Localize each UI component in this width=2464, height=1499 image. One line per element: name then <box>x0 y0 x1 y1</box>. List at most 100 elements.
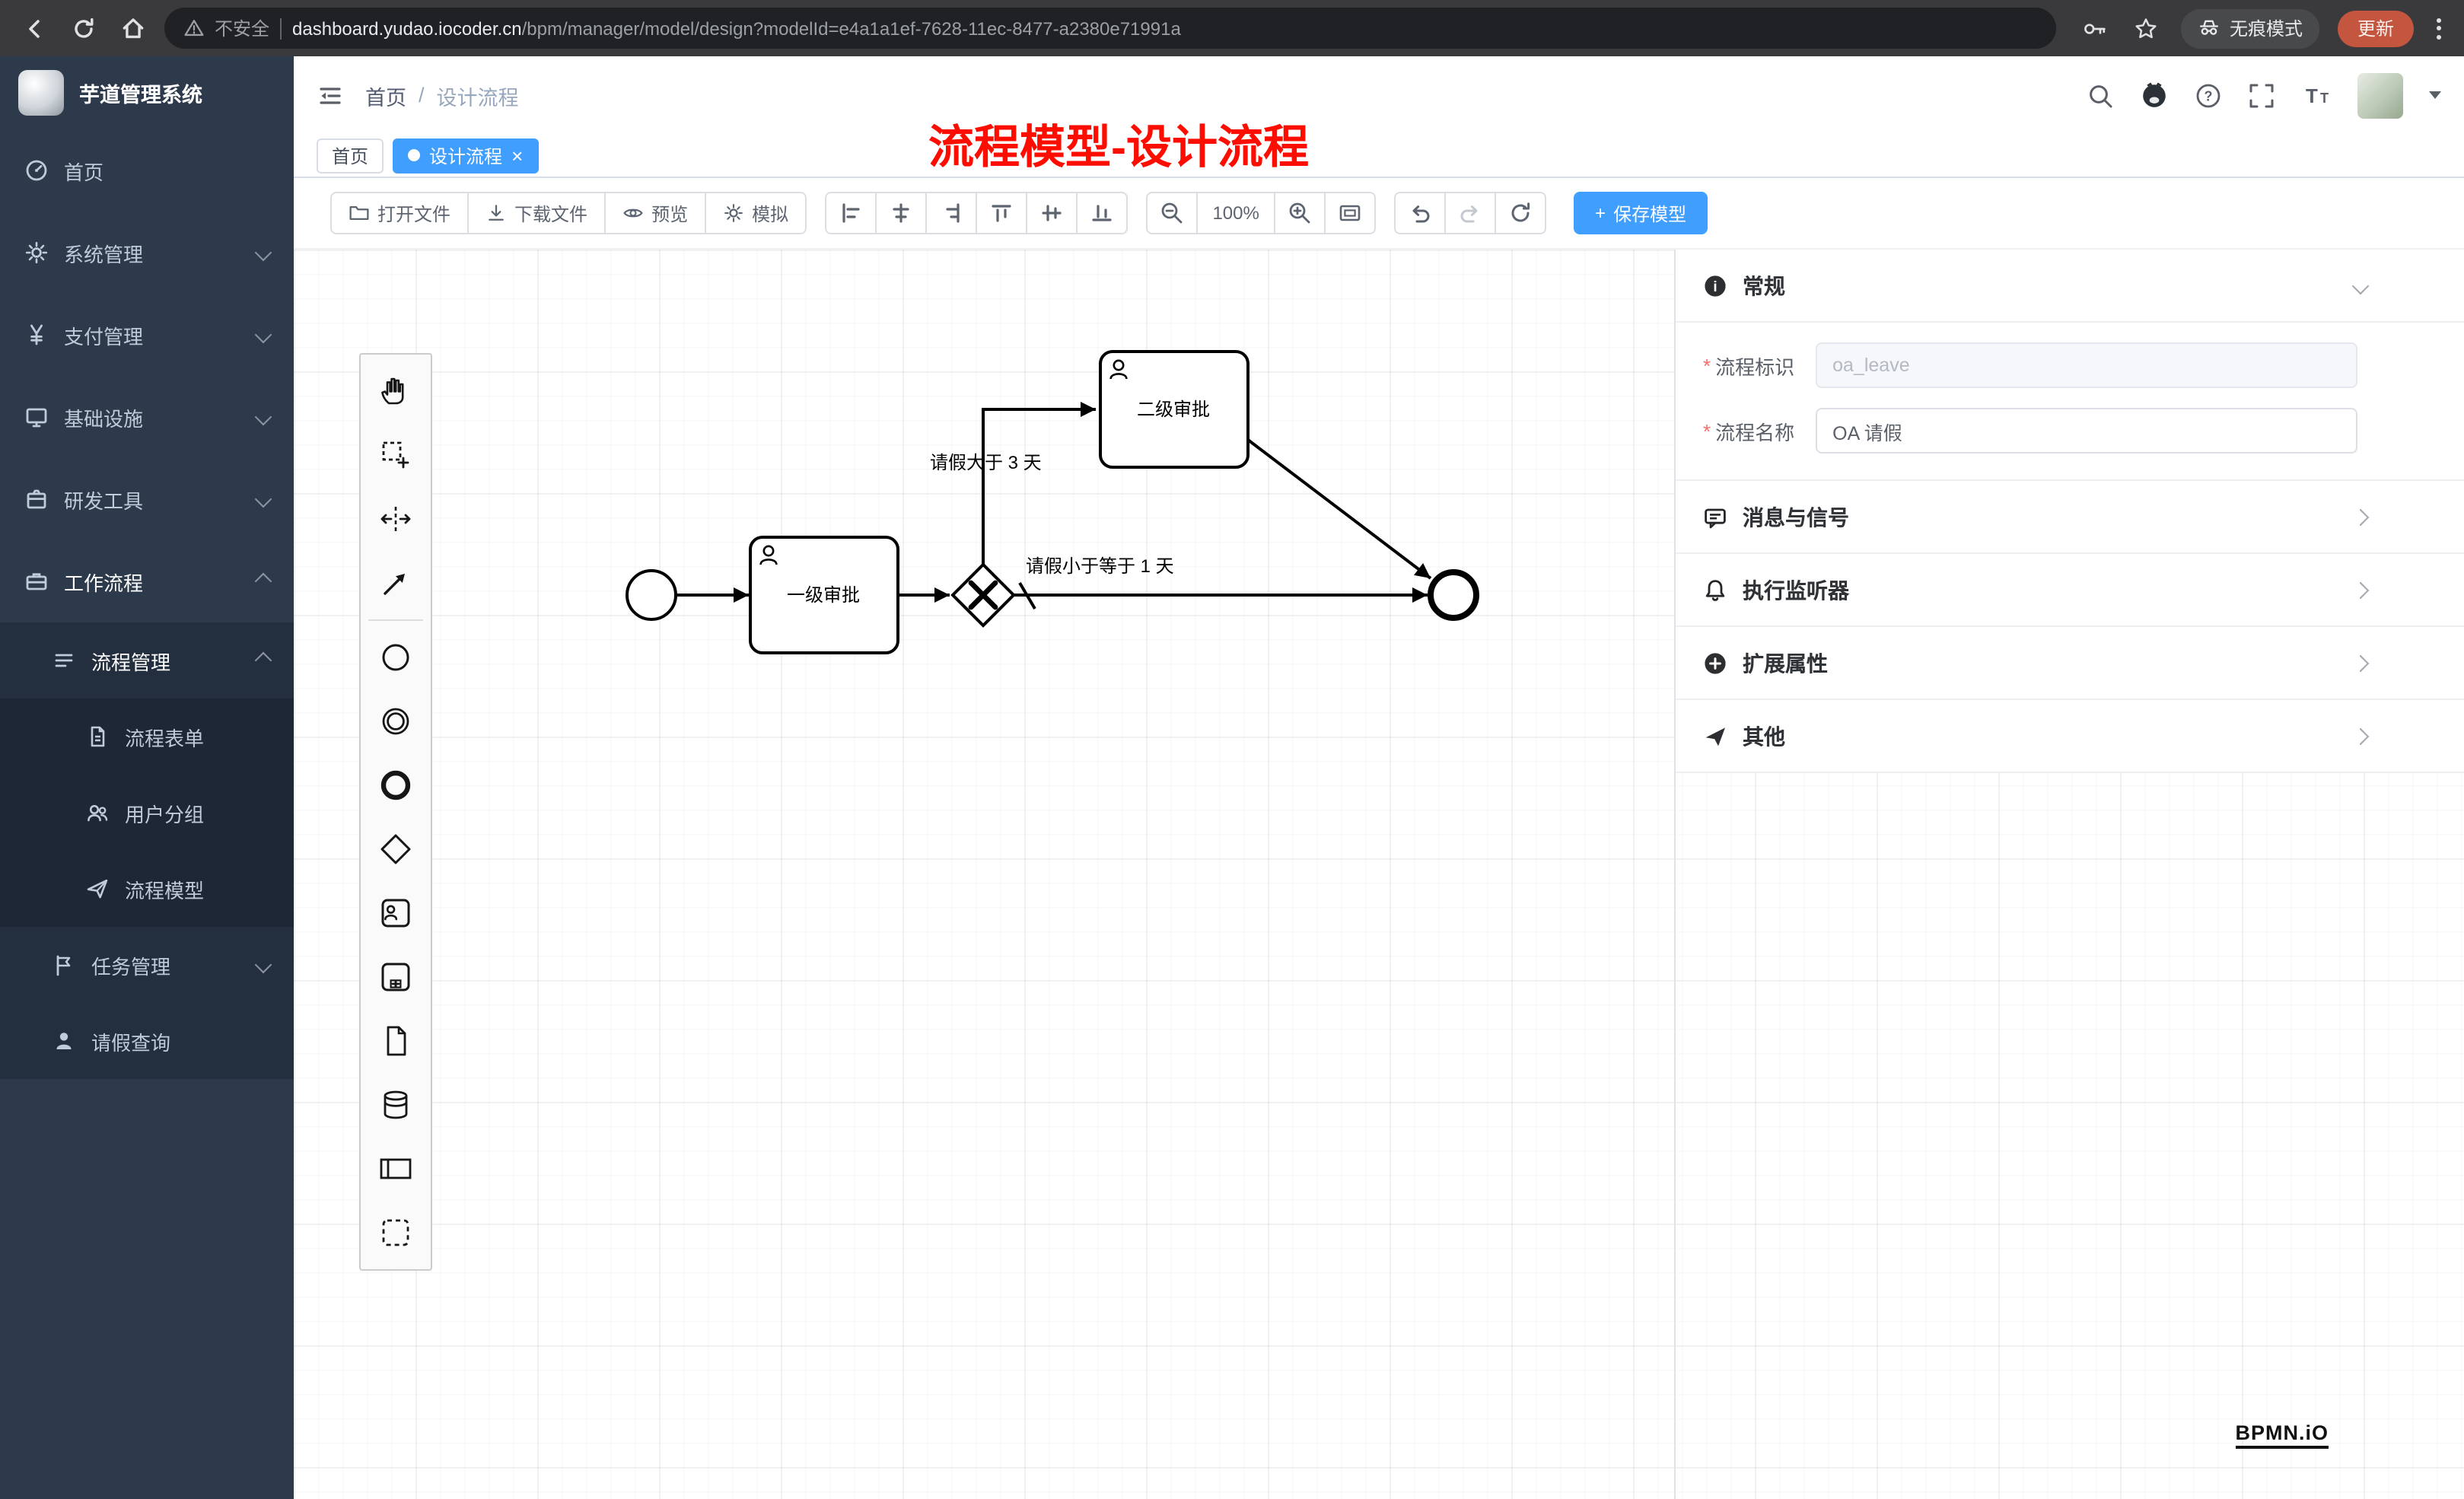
align-top-button[interactable] <box>976 192 1028 234</box>
tags-view-bar: 首页 设计流程 × <box>294 134 2464 178</box>
space-tool[interactable] <box>361 487 431 551</box>
sidebar-item-process-model[interactable]: 流程模型 <box>0 851 294 927</box>
preview-button[interactable]: 预览 <box>604 192 707 234</box>
download-file-button[interactable]: 下载文件 <box>467 192 606 234</box>
sidebar-item-home[interactable]: 首页 <box>0 129 294 212</box>
sidebar-item-infrastructure[interactable]: 基础设施 <box>0 376 294 458</box>
svg-text:T: T <box>2306 84 2318 107</box>
section-extension-properties[interactable]: 扩展属性 <box>1676 627 2464 700</box>
sidebar-item-process-management[interactable]: 流程管理 <box>0 622 294 699</box>
bpmn-diagram: 请假大于 3 天 请假小于等于 1 天 一级审批 <box>626 350 1479 654</box>
file-button-group: 打开文件 下载文件 预览 模拟 <box>330 192 807 234</box>
breadcrumb-current: 设计流程 <box>436 86 519 109</box>
save-model-button[interactable]: + 保存模型 <box>1574 192 1708 234</box>
process-name-input[interactable] <box>1816 408 2357 454</box>
zoom-level-button[interactable]: 100% <box>1196 192 1276 234</box>
lasso-tool[interactable] <box>361 423 431 487</box>
create-end-event[interactable] <box>361 753 431 817</box>
bookmark-star-button[interactable] <box>2129 11 2163 45</box>
create-start-event[interactable] <box>361 625 431 689</box>
fullscreen-button[interactable] <box>2248 81 2275 109</box>
exclusive-gateway[interactable] <box>950 562 1016 628</box>
redo-button[interactable] <box>1444 192 1497 234</box>
sidebar-item-task-management[interactable]: 任务管理 <box>0 927 294 1003</box>
sidebar-item-leave-query[interactable]: 请假查询 <box>0 1003 294 1079</box>
section-execution-listener[interactable]: 执行监听器 <box>1676 554 2464 627</box>
align-right-button[interactable] <box>925 192 978 234</box>
breadcrumb-home[interactable]: 首页 <box>365 86 406 109</box>
incognito-badge: 无痕模式 <box>2180 8 2319 48</box>
zoom-in-button[interactable] <box>1274 192 1326 234</box>
bpmn-canvas[interactable]: 请假大于 3 天 请假小于等于 1 天 一级审批 <box>294 250 2464 1499</box>
tab-close-icon[interactable]: × <box>511 144 524 167</box>
breadcrumb: 首页 / 设计流程 <box>365 80 519 110</box>
create-intermediate-event[interactable] <box>361 689 431 753</box>
create-participant[interactable] <box>361 1137 431 1201</box>
bell-icon <box>1703 578 1727 602</box>
section-other[interactable]: 其他 <box>1676 700 2464 773</box>
browser-actions: 无痕模式 更新 <box>2077 8 2446 48</box>
hand-tool[interactable] <box>361 359 431 423</box>
app-logo <box>18 70 64 116</box>
section-message-signal[interactable]: 消息与信号 <box>1676 481 2464 554</box>
create-task[interactable] <box>361 1009 431 1073</box>
sidebar-item-system-management[interactable]: 系统管理 <box>0 212 294 294</box>
end-event[interactable] <box>1428 569 1479 621</box>
tab-design-process[interactable]: 设计流程 × <box>393 138 539 173</box>
process-name-field: * 流程名称 <box>1703 408 2357 454</box>
back-button[interactable] <box>18 11 52 45</box>
align-bottom-button[interactable] <box>1076 192 1129 234</box>
bpmn-io-watermark[interactable]: BPMN.iO <box>2235 1421 2329 1449</box>
sidebar-item-payment[interactable]: 支付管理 <box>0 294 294 376</box>
flag-icon <box>52 953 76 977</box>
zoom-out-button[interactable] <box>1146 192 1199 234</box>
undo-button[interactable] <box>1394 192 1447 234</box>
avatar-caret-icon[interactable] <box>2429 91 2441 99</box>
browser-update-button[interactable]: 更新 <box>2337 10 2414 46</box>
create-gateway[interactable] <box>361 817 431 881</box>
tab-home[interactable]: 首页 <box>317 138 384 173</box>
create-subprocess[interactable] <box>361 945 431 1009</box>
align-top-icon <box>992 205 1011 222</box>
align-left-button[interactable] <box>825 192 877 234</box>
user-avatar[interactable] <box>2357 72 2403 118</box>
create-data-store[interactable] <box>361 1073 431 1137</box>
restart-button[interactable] <box>1495 192 1547 234</box>
global-connect-tool[interactable] <box>361 551 431 615</box>
open-file-button[interactable]: 打开文件 <box>330 192 470 234</box>
zoom-reset-icon <box>1339 205 1361 221</box>
sidebar-item-process-form[interactable]: 流程表单 <box>0 699 294 775</box>
help-button[interactable]: ? <box>2195 81 2222 109</box>
section-general-header[interactable]: i 常规 <box>1676 250 2464 323</box>
incognito-label: 无痕模式 <box>2229 18 2303 40</box>
zoom-button-group: 100% <box>1146 192 1377 234</box>
sidebar-item-dev-tools[interactable]: 研发工具 <box>0 458 294 540</box>
sequence-flow-gateway-to-task2[interactable] <box>982 402 1096 565</box>
sequence-flow-task2-to-end[interactable] <box>1246 438 1432 580</box>
default-flow-marker <box>1018 581 1036 610</box>
reload-button[interactable] <box>67 11 100 45</box>
sidebar-collapse-button[interactable] <box>317 81 344 109</box>
user-task-level1[interactable]: 一级审批 <box>749 536 899 654</box>
sidebar-item-workflow[interactable]: 工作流程 <box>0 540 294 622</box>
start-event[interactable] <box>626 569 677 621</box>
simulate-button[interactable]: 模拟 <box>705 192 807 234</box>
align-center-horizontal-button[interactable] <box>875 192 928 234</box>
person-icon <box>52 1029 76 1053</box>
search-button[interactable] <box>2087 81 2114 109</box>
create-user-task[interactable] <box>361 881 431 945</box>
create-group[interactable] <box>361 1201 431 1265</box>
user-task-level2[interactable]: 二级审批 <box>1099 350 1250 469</box>
address-bar[interactable]: 不安全 dashboard.yudao.iocoder.cn/bpm/manag… <box>164 8 2056 49</box>
zoom-reset-button[interactable] <box>1324 192 1377 234</box>
sidebar-item-user-group[interactable]: 用户分组 <box>0 775 294 851</box>
github-button[interactable] <box>2140 81 2169 110</box>
password-key-button[interactable] <box>2077 11 2111 45</box>
browser-menu-button[interactable] <box>2432 13 2446 43</box>
align-middle-vertical-button[interactable] <box>1026 192 1078 234</box>
align-left-icon <box>842 203 860 223</box>
chevron-down-icon <box>254 956 272 974</box>
home-button[interactable] <box>116 11 149 45</box>
